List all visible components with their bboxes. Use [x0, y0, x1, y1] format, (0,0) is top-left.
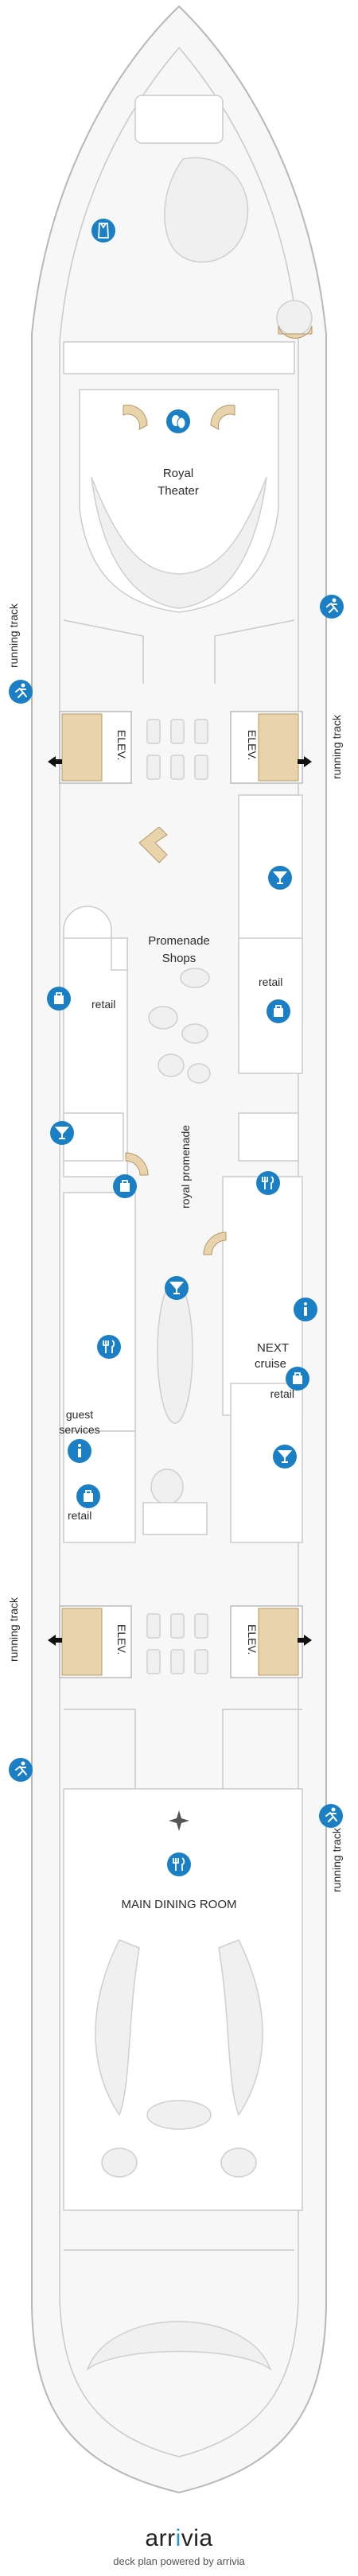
- arrow-right-icon: [298, 756, 312, 767]
- shopping-bag-icon[interactable]: [267, 999, 290, 1023]
- running-track-label-top-right: running track: [330, 714, 343, 779]
- running-icon[interactable]: [320, 595, 344, 619]
- next-cruise-label-line2: cruise: [255, 1357, 286, 1371]
- cocktail-icon[interactable]: [165, 1276, 189, 1300]
- aft-elevator-bank: [59, 1605, 303, 1678]
- arrivia-logo: arrivia: [0, 2525, 358, 2552]
- logo-text-accent: i: [175, 2525, 181, 2551]
- logo-text-part1: arr: [145, 2525, 176, 2551]
- royal-theater-area: [63, 389, 295, 684]
- guest-services-label-line1: guest: [66, 1408, 93, 1421]
- retail-label-2: retail: [259, 976, 282, 988]
- retail-label-1: retail: [91, 998, 115, 1011]
- royal-theater-label-line2: Theater: [158, 484, 199, 498]
- running-icon[interactable]: [9, 1758, 33, 1782]
- elevator-label-fwd-starboard: ELEV.: [246, 730, 259, 760]
- running-track-label-bottom-left: running track: [7, 1596, 20, 1662]
- promenade-shops-label-line1: Promenade: [148, 934, 210, 948]
- spa-icon[interactable]: [91, 219, 115, 242]
- promenade-shops-label-line2: Shops: [162, 952, 197, 965]
- cocktail-icon[interactable]: [268, 866, 292, 890]
- info-icon[interactable]: [294, 1298, 317, 1321]
- retail-label-3: retail: [270, 1387, 294, 1400]
- deck-inner-outline: [59, 46, 299, 2458]
- promenade-rooms: [63, 794, 303, 1543]
- cocktail-icon[interactable]: [273, 1445, 297, 1468]
- elevator-label-aft-port: ELEV.: [115, 1624, 128, 1655]
- running-icon[interactable]: [319, 1804, 343, 1828]
- next-cruise-label-line1: NEXT: [257, 1341, 289, 1355]
- royal-theater-label-line1: Royal: [163, 467, 193, 480]
- shopping-bag-icon[interactable]: [47, 987, 71, 1011]
- sparkle-icon: [169, 1810, 189, 1831]
- dining-icon[interactable]: [256, 1171, 280, 1195]
- info-icon[interactable]: [68, 1439, 91, 1463]
- forward-elevator-bank: [59, 711, 303, 863]
- running-icon[interactable]: [9, 680, 33, 704]
- arrow-right-icon: [298, 1635, 312, 1646]
- running-track-label-bottom-right: running track: [330, 1827, 343, 1892]
- elevator-label-fwd-port: ELEV.: [115, 730, 128, 760]
- logo-text-part2: via: [181, 2525, 213, 2551]
- shopping-bag-icon[interactable]: [113, 1174, 137, 1198]
- royal-promenade-label: royal promenade: [179, 1125, 192, 1208]
- arrow-left-icon: [48, 1635, 62, 1646]
- dining-icon[interactable]: [97, 1335, 121, 1359]
- running-track-label-top-left: running track: [7, 603, 20, 668]
- guest-services-label-line2: services: [59, 1423, 99, 1436]
- credit-text: deck plan powered by arrivia: [113, 2555, 245, 2567]
- cocktail-icon[interactable]: [50, 1121, 74, 1145]
- shopping-bag-icon[interactable]: [76, 1484, 100, 1508]
- main-dining-room-label: MAIN DINING ROOM: [122, 1898, 237, 1911]
- retail-label-4: retail: [68, 1509, 91, 1522]
- forward-spa-area: [63, 95, 313, 374]
- main-dining-room-area: [63, 1709, 303, 2372]
- shopping-bag-icon[interactable]: [286, 1367, 309, 1391]
- arrow-left-icon: [48, 756, 62, 767]
- elevator-label-aft-starboard: ELEV.: [246, 1624, 259, 1655]
- theater-masks-icon[interactable]: [166, 409, 190, 433]
- dining-icon[interactable]: [167, 1852, 191, 1876]
